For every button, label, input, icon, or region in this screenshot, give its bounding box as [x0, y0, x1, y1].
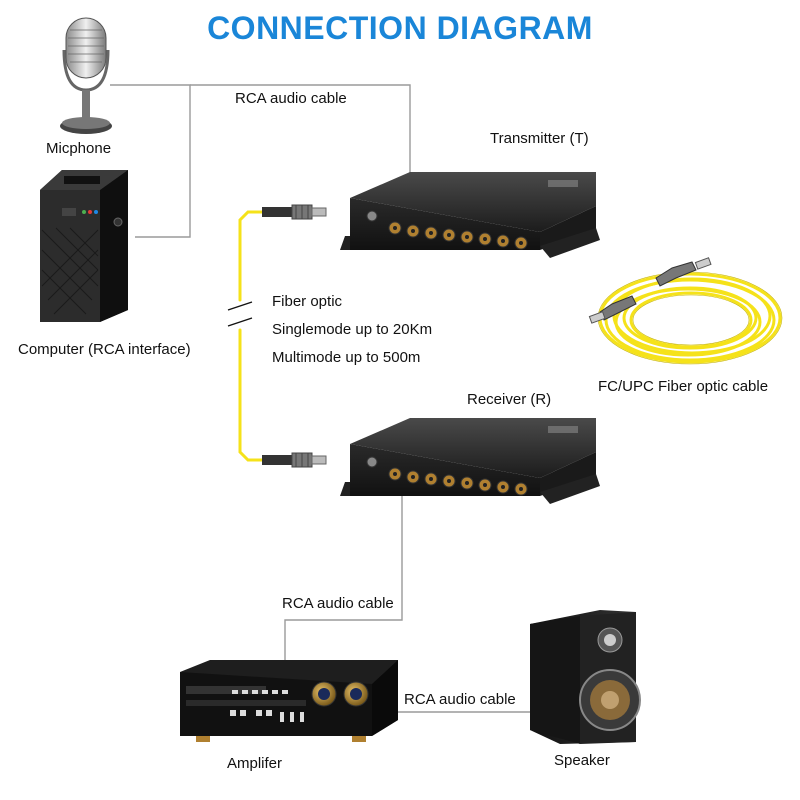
fiber-coil-connector-a: [588, 295, 637, 324]
rca-cable-receiver-to-amplifier: [284, 478, 403, 670]
transmitter-label: Transmitter (T): [490, 130, 589, 147]
transmitter-device: [340, 172, 600, 258]
computer-icon: [40, 170, 128, 322]
fiber-cable-label: FC/UPC Fiber optic cable: [598, 378, 769, 395]
computer-label: Computer (RCA interface): [18, 341, 191, 358]
amplifier-icon: [180, 660, 398, 742]
fiber-optic-line: [238, 210, 277, 462]
rca-cable-top: [110, 84, 411, 238]
fiber-cable-coil-icon: [598, 272, 782, 364]
rca-cable-bottom-label: RCA audio cable: [404, 691, 516, 708]
fc-connector-bottom: [262, 452, 327, 468]
diagram-title: CONNECTION DIAGRAM: [207, 10, 593, 46]
fiber-optic-label: Fiber optic: [272, 293, 343, 310]
receiver-device: [340, 418, 600, 504]
rca-cable-top-label: RCA audio cable: [235, 90, 347, 107]
speaker-icon: [530, 610, 641, 744]
fiber-break-marks: [227, 301, 253, 327]
microphone-icon: [60, 17, 112, 134]
rca-cable-mid-label: RCA audio cable: [282, 595, 394, 612]
fiber-multimode-label: Multimode up to 500m: [272, 349, 421, 366]
fiber-coil-connector-b: [655, 257, 712, 287]
receiver-label: Receiver (R): [467, 391, 552, 408]
microphone-label: Micphone: [46, 140, 112, 157]
fiber-singlemode-label: Singlemode up to 20Km: [272, 321, 433, 338]
fc-connector-top: [262, 204, 327, 220]
amplifier-label: Amplifer: [227, 755, 283, 772]
speaker-label: Speaker: [554, 752, 610, 769]
